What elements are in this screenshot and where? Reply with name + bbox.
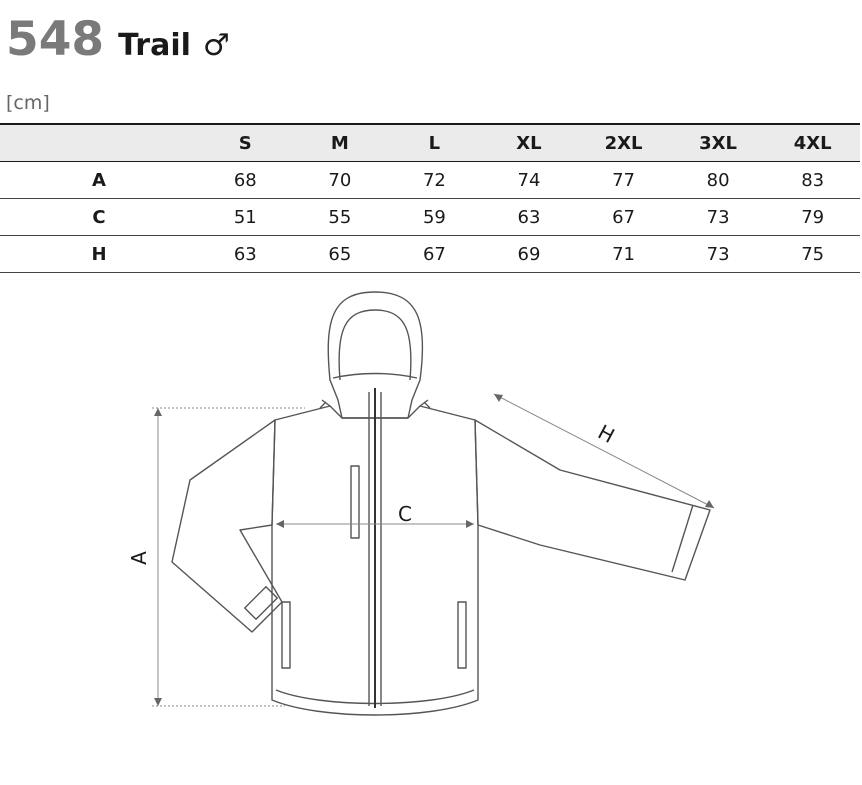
jacket-outline-drawing: A C H xyxy=(127,291,715,716)
size-table: S M L XL 2XL 3XL 4XL A 68 70 72 74 77 80… xyxy=(0,123,860,273)
right-sleeve xyxy=(474,419,711,581)
measure-h-line xyxy=(493,393,715,509)
arrow-h-end xyxy=(705,500,714,508)
measure-arrows xyxy=(154,394,714,706)
row-label: H xyxy=(0,235,198,273)
table-cell: 80 xyxy=(670,161,766,199)
chest-pocket xyxy=(350,465,360,539)
left-side-pocket xyxy=(281,601,291,669)
hood-rim xyxy=(332,372,418,379)
table-cell: 65 xyxy=(292,235,388,273)
table-cell: 72 xyxy=(387,161,482,199)
table-cell: 74 xyxy=(481,161,577,199)
corner-cell xyxy=(0,123,198,162)
jacket-measurement-diagram: A C H xyxy=(0,280,862,785)
model-name: Trail xyxy=(118,28,191,63)
left-cuff-tab xyxy=(244,586,278,620)
model-number: 548 xyxy=(6,12,105,67)
size-header: XL xyxy=(481,123,577,162)
left-drawcord xyxy=(319,399,331,409)
row-label: C xyxy=(0,198,198,236)
table-row: H 63 65 67 69 71 73 75 xyxy=(0,235,860,273)
right-cuff-seam xyxy=(671,504,694,573)
table-row: A 68 70 72 74 77 80 83 xyxy=(0,161,860,199)
left-sleeve xyxy=(171,419,283,633)
jacket-outline xyxy=(171,291,711,716)
table-cell: 55 xyxy=(292,198,388,236)
table-cell: 67 xyxy=(576,198,671,236)
arrow-a-bottom xyxy=(154,698,162,706)
row-label: A xyxy=(0,161,198,199)
table-cell: 83 xyxy=(765,161,860,199)
table-row: C 51 55 59 63 67 73 79 xyxy=(0,198,860,236)
arrow-c-right xyxy=(466,520,474,528)
hood-shape xyxy=(327,291,424,419)
male-symbol-icon: ♂ xyxy=(202,28,230,63)
table-cell: 73 xyxy=(670,198,766,236)
table-cell: 69 xyxy=(481,235,577,273)
table-cell: 67 xyxy=(387,235,482,273)
right-side-pocket xyxy=(457,601,467,669)
table-cell: 79 xyxy=(765,198,860,236)
arrow-h-start xyxy=(494,394,503,402)
size-header: 4XL xyxy=(765,123,860,162)
table-cell: 68 xyxy=(198,161,293,199)
table-cell: 70 xyxy=(292,161,388,199)
table-cell: 51 xyxy=(198,198,293,236)
product-title: 548 Trail ♂ xyxy=(6,10,230,70)
table-cell: 63 xyxy=(198,235,293,273)
table-cell: 73 xyxy=(670,235,766,273)
arrow-a-top xyxy=(154,408,162,416)
size-header: 2XL xyxy=(576,123,671,162)
measure-label-h: H xyxy=(594,420,619,448)
table-cell: 77 xyxy=(576,161,671,199)
measure-label-a: A xyxy=(127,551,151,565)
unit-label: [cm] xyxy=(6,92,50,114)
size-header: S xyxy=(198,123,293,162)
table-cell: 63 xyxy=(481,198,577,236)
measure-label-c: C xyxy=(398,502,412,526)
table-cell: 59 xyxy=(387,198,482,236)
table-cell: 71 xyxy=(576,235,671,273)
right-drawcord xyxy=(419,399,431,409)
arrow-c-left xyxy=(276,520,284,528)
hood-inner-line xyxy=(338,309,412,381)
body-shape xyxy=(271,405,479,716)
size-header-row: S M L XL 2XL 3XL 4XL xyxy=(0,123,860,162)
measure-lines xyxy=(152,393,715,707)
size-header: 3XL xyxy=(670,123,766,162)
table-cell: 75 xyxy=(765,235,860,273)
size-header: M xyxy=(292,123,388,162)
size-header: L xyxy=(387,123,482,162)
